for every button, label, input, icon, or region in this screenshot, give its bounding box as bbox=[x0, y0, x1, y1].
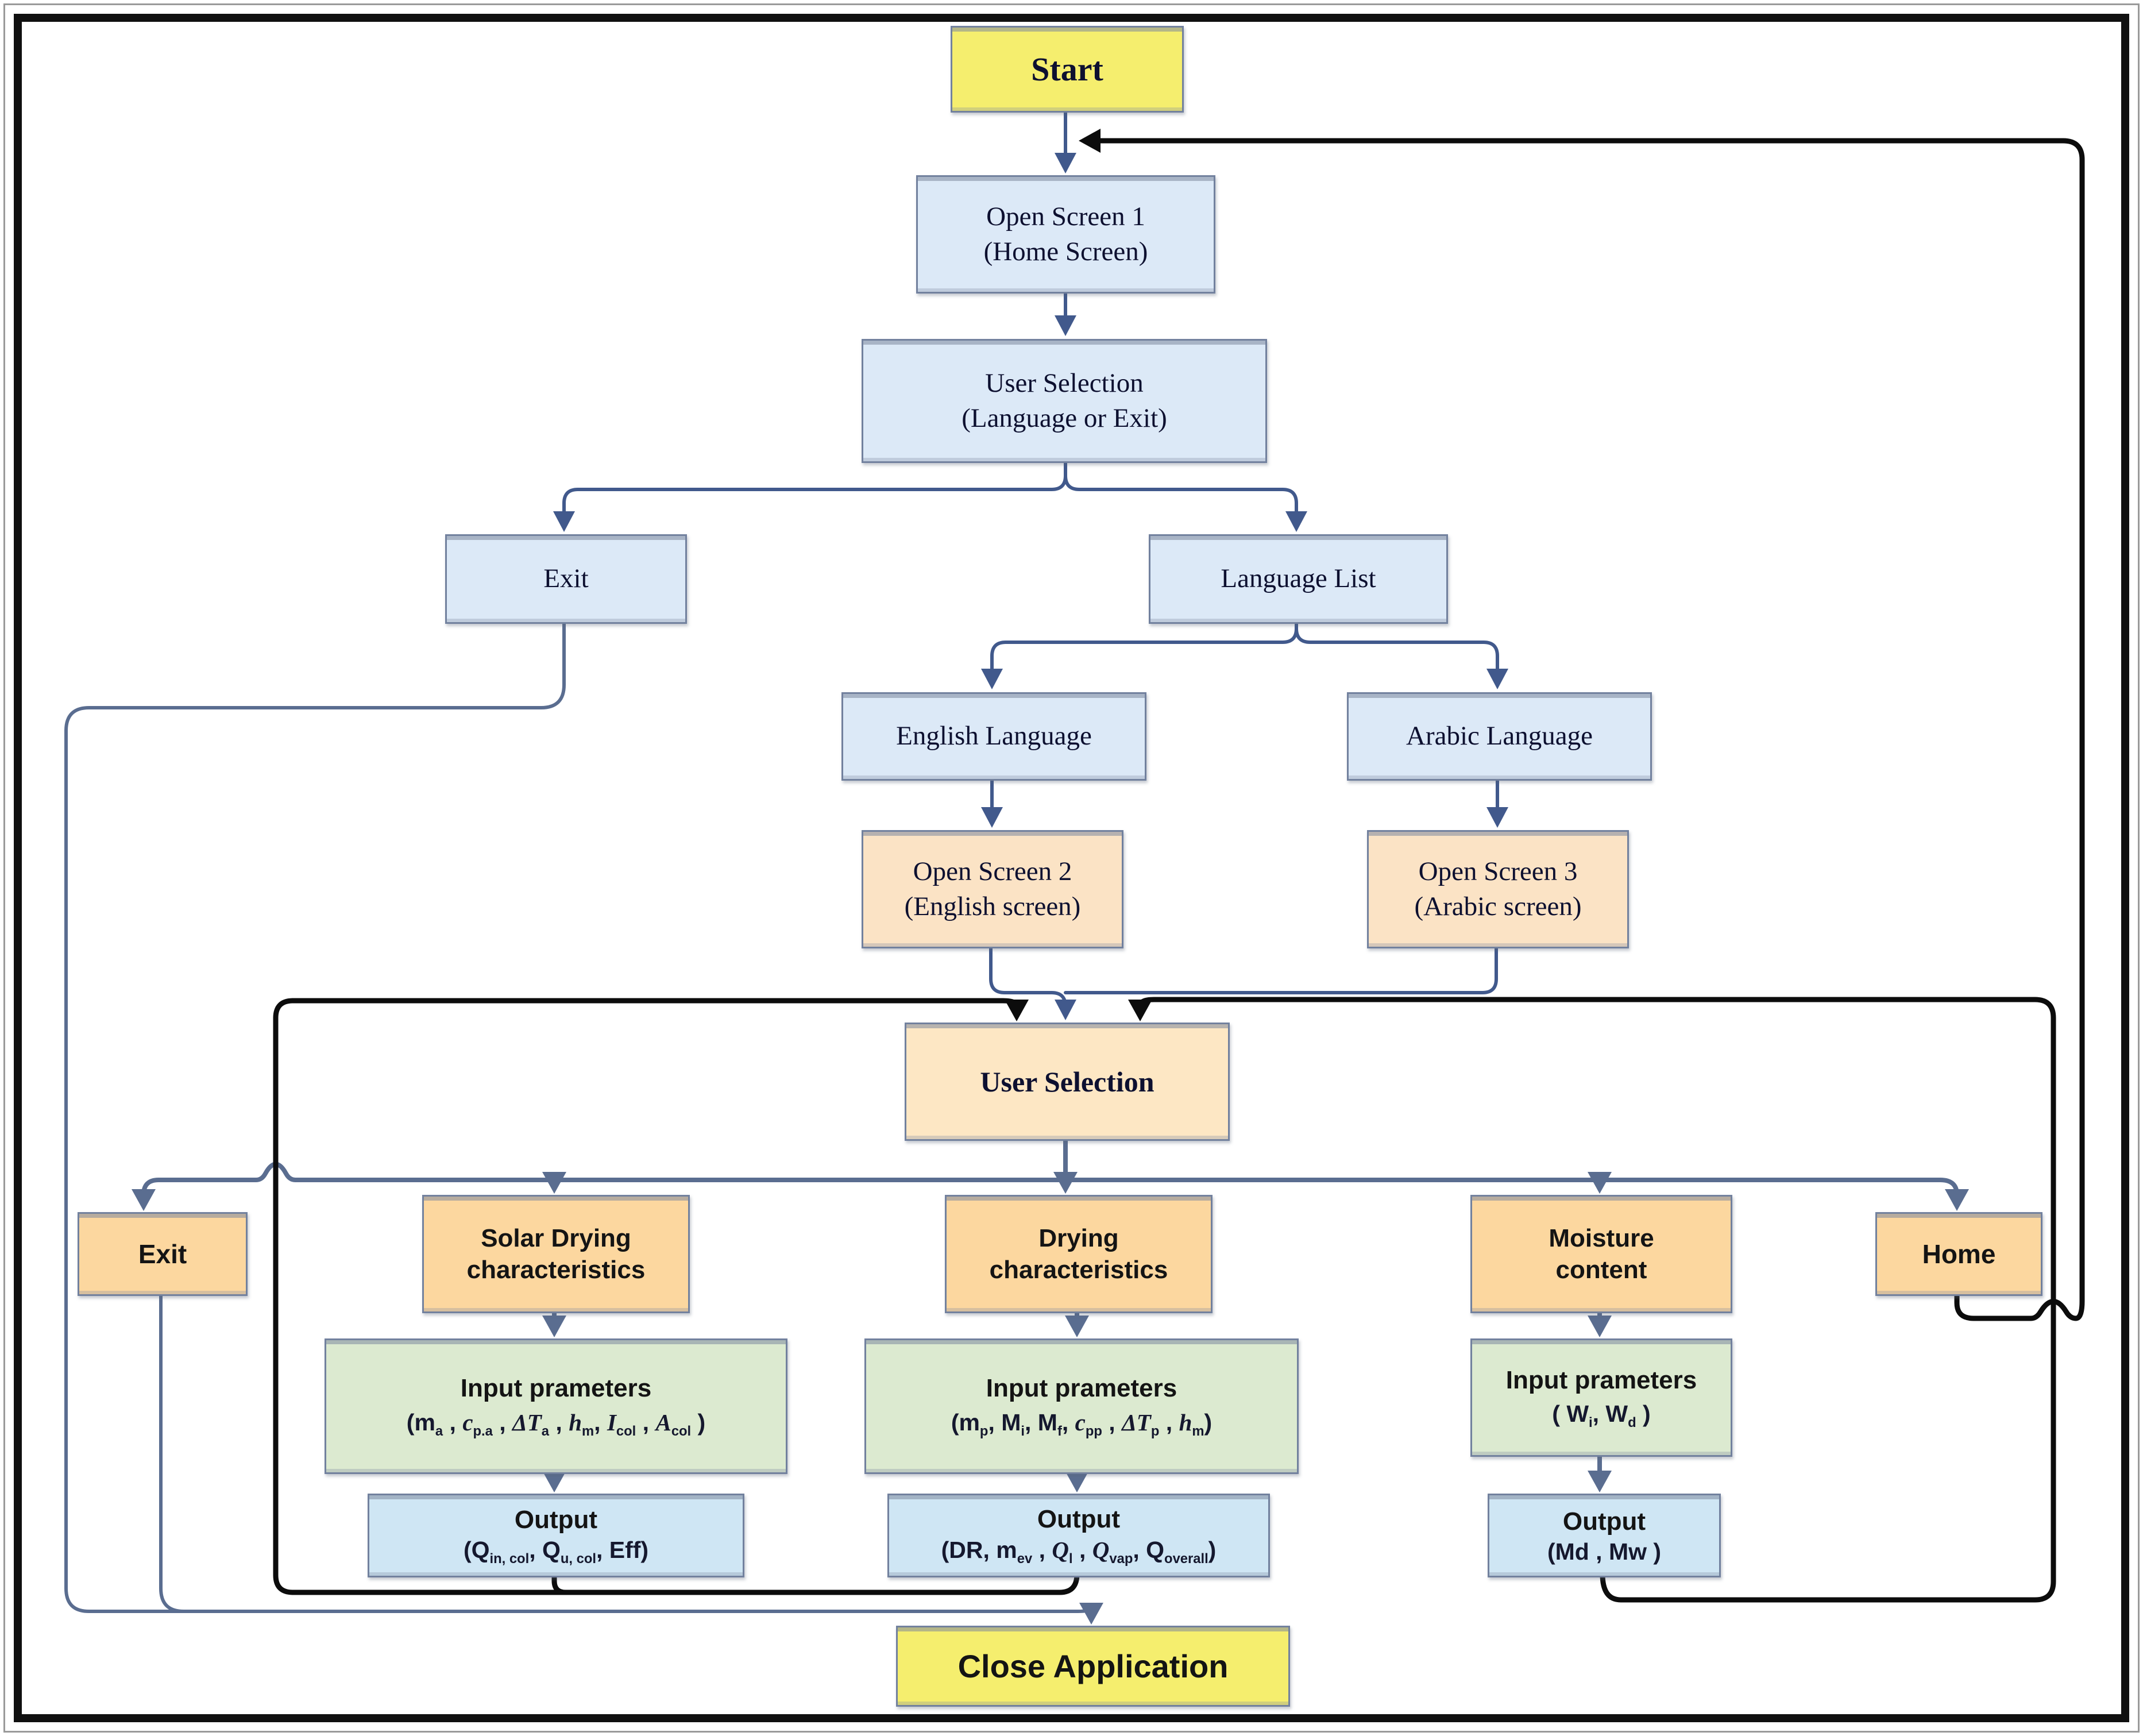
node-input-parameters-drying: Input prameters (mp, Mi, Mf, cpp , ΔTp ,… bbox=[864, 1338, 1299, 1474]
node-drying-line1: Drying bbox=[1038, 1224, 1119, 1252]
node-open-screen-3-line1: Open Screen 3 bbox=[1418, 856, 1578, 886]
node-start: Start bbox=[951, 26, 1184, 113]
node-user-selection-2-label: User Selection bbox=[980, 1066, 1154, 1098]
node-open-screen-3: Open Screen 3 (Arabic screen) bbox=[1367, 830, 1629, 948]
node-output-drying: Output (DR, mev , Ql , Qvap, Qoverall) bbox=[887, 1494, 1270, 1577]
node-open-screen-1: Open Screen 1 (Home Screen) bbox=[916, 175, 1215, 294]
node-exit-top: Exit bbox=[445, 534, 687, 624]
node-exit-menu: Exit bbox=[78, 1212, 248, 1296]
node-drying-line2: characteristics bbox=[989, 1256, 1168, 1284]
node-solar-drying-line1: Solar Drying bbox=[481, 1224, 631, 1252]
node-user-selection-1: User Selection (Language or Exit) bbox=[862, 339, 1267, 463]
node-english-language-label: English Language bbox=[896, 721, 1092, 751]
figure-frame bbox=[14, 14, 2129, 1722]
node-close-application-label: Close Application bbox=[957, 1648, 1229, 1684]
node-user-selection-1-line1: User Selection bbox=[985, 368, 1144, 398]
node-output-solar-formula: (Qin, col, Qu, col, Eff) bbox=[463, 1536, 649, 1567]
node-moisture-line2: content bbox=[1555, 1256, 1647, 1284]
node-open-screen-1-line1: Open Screen 1 bbox=[986, 201, 1145, 232]
node-input-parameters-moisture: Input prameters ( Wi, Wd ) bbox=[1470, 1338, 1732, 1457]
node-input-parameters-solar: Input prameters (ma , cp.a , ΔTa , hm, I… bbox=[325, 1338, 787, 1474]
node-input-solar-formula: (ma , cp.a , ΔTa , hm, Icol , Acol ) bbox=[406, 1409, 706, 1440]
node-moisture-content: Moisture content bbox=[1470, 1195, 1732, 1313]
node-start-label: Start bbox=[1031, 51, 1103, 88]
node-arabic-language: Arabic Language bbox=[1347, 692, 1652, 781]
node-open-screen-1-line2: (Home Screen) bbox=[983, 237, 1148, 267]
node-output-drying-formula: (DR, mev , Ql , Qvap, Qoverall) bbox=[941, 1537, 1217, 1567]
node-output-moisture-title: Output bbox=[1562, 1507, 1646, 1536]
node-input-moisture-formula: ( Wi, Wd ) bbox=[1552, 1400, 1651, 1431]
node-solar-drying-line2: characteristics bbox=[466, 1256, 646, 1284]
node-exit-top-label: Exit bbox=[543, 564, 589, 594]
node-home-label: Home bbox=[1922, 1239, 1996, 1269]
node-output-moisture-formula: (Md , Mw ) bbox=[1547, 1538, 1662, 1565]
node-input-solar-title: Input prameters bbox=[460, 1374, 652, 1403]
node-drying-characteristics: Drying characteristics bbox=[945, 1195, 1213, 1313]
node-output-solar-title: Output bbox=[514, 1505, 598, 1534]
node-arabic-language-label: Arabic Language bbox=[1406, 721, 1593, 751]
node-open-screen-2-line2: (English screen) bbox=[904, 892, 1081, 921]
node-home: Home bbox=[1875, 1212, 2042, 1296]
node-user-selection-1-line2: (Language or Exit) bbox=[962, 403, 1167, 433]
node-english-language: English Language bbox=[841, 692, 1146, 781]
node-input-moisture-title: Input prameters bbox=[1505, 1365, 1697, 1394]
node-output-drying-title: Output bbox=[1037, 1505, 1121, 1534]
node-user-selection-2: User Selection bbox=[905, 1023, 1230, 1141]
node-close-application: Close Application bbox=[896, 1626, 1290, 1707]
figure-outer-border bbox=[3, 3, 2140, 1733]
node-input-drying-formula: (mp, Mi, Mf, cpp , ΔTp , hm) bbox=[951, 1409, 1213, 1440]
node-output-moisture: Output (Md , Mw ) bbox=[1488, 1494, 1721, 1577]
node-open-screen-2: Open Screen 2 (English screen) bbox=[862, 830, 1123, 948]
node-input-drying-title: Input prameters bbox=[986, 1374, 1177, 1403]
node-open-screen-3-line2: (Arabic screen) bbox=[1414, 892, 1582, 921]
node-open-screen-2-line1: Open Screen 2 bbox=[913, 856, 1072, 886]
node-language-list-label: Language List bbox=[1221, 564, 1376, 594]
node-moisture-line1: Moisture bbox=[1549, 1224, 1654, 1252]
node-language-list: Language List bbox=[1149, 534, 1448, 624]
node-output-solar: Output (Qin, col, Qu, col, Eff) bbox=[368, 1494, 744, 1577]
node-solar-drying-characteristics: Solar Drying characteristics bbox=[422, 1195, 690, 1313]
node-exit-menu-label: Exit bbox=[138, 1239, 187, 1269]
